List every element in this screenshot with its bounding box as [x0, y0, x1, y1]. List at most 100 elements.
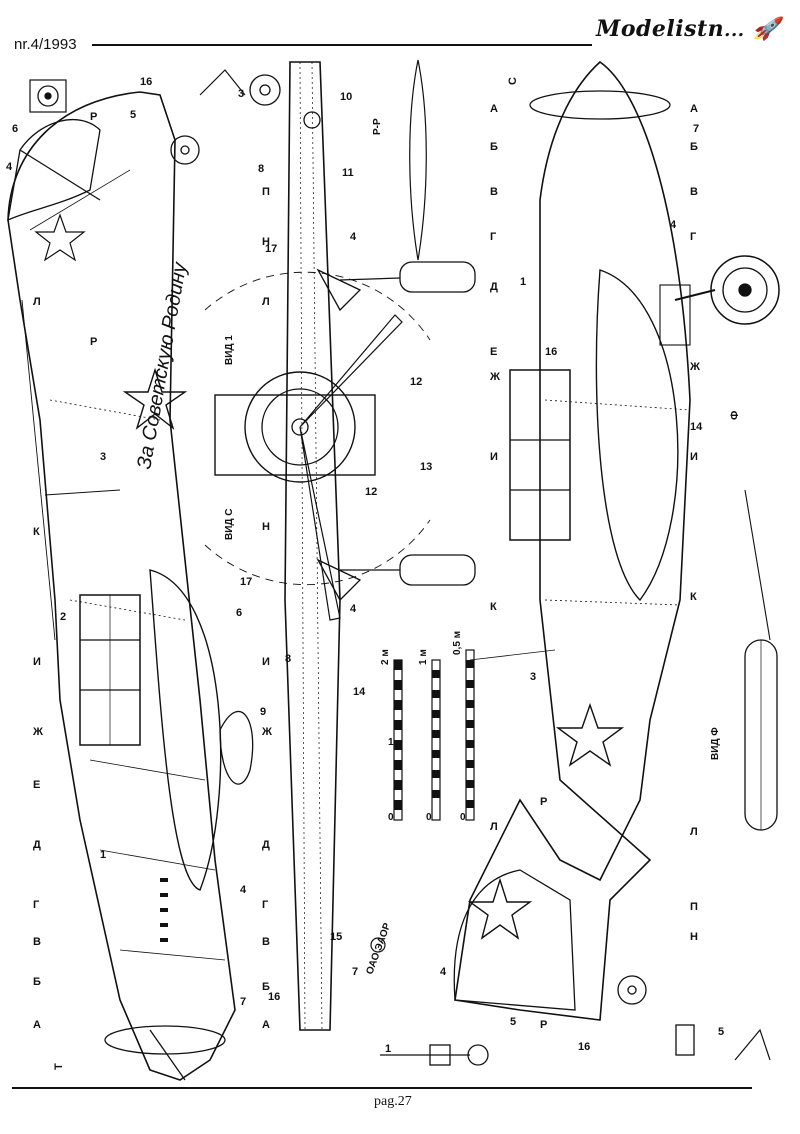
issue-number: nr.4/1993 [14, 36, 77, 53]
callout-4-center2: 4 [350, 603, 357, 615]
detail-top-left [29, 69, 246, 113]
section-letter-a: А [33, 1019, 41, 1031]
section-letter-e: Е [33, 779, 40, 791]
callout-3-top: 3 [238, 88, 244, 100]
center-letter-n: Н [262, 521, 270, 533]
bottom-details [380, 1024, 771, 1066]
right-letter-a: А [490, 103, 498, 115]
callout-12: 12 [410, 376, 422, 388]
scale-bars [393, 649, 475, 821]
callout-1-bottom: 1 [385, 1043, 391, 1055]
callout-10: 10 [340, 91, 352, 103]
section-letter-g: Г [33, 899, 40, 911]
section-letter-r-top: Р [90, 111, 97, 123]
far-letter-n: Н [690, 931, 698, 943]
callout-5-bottom: 5 [718, 1026, 724, 1038]
center-letter-a: А [262, 1019, 270, 1031]
scale-1-zero: 0 [388, 812, 394, 823]
fuselage-inscription: За Советскую Родину [133, 260, 191, 471]
view-c-label: ВИД С [224, 508, 235, 540]
right-letter-v: В [490, 186, 498, 198]
right-letter-zh: Ж [489, 371, 500, 383]
center-letter-d: Д [262, 839, 270, 851]
callout-1: 1 [100, 849, 106, 861]
section-pp-label: Р-Р [372, 118, 383, 135]
section-letter-b: Б [33, 976, 41, 988]
section-letter-v: В [33, 936, 41, 948]
callout-4-bottom: 4 [440, 966, 447, 978]
right-letter-r: Р [540, 796, 547, 808]
right-letter-g: Г [490, 231, 497, 243]
callout-14: 14 [353, 686, 366, 698]
callout-16: 16 [140, 76, 152, 88]
callout-4: 4 [6, 161, 13, 173]
callout-5-right: 5 [510, 1016, 516, 1028]
callout-7: 7 [240, 996, 246, 1008]
callout-6: 6 [12, 123, 18, 135]
callout-4-left: 4 [240, 884, 247, 896]
callout-1-right: 1 [520, 276, 526, 288]
callout-9: 9 [260, 706, 266, 718]
scale-1-mid: 1 [388, 737, 394, 748]
right-letter-l: Л [490, 821, 498, 833]
center-letter-l: Л [262, 296, 270, 308]
side-view-right [453, 60, 780, 1021]
callout-17: 17 [265, 243, 277, 255]
far-letter-l: Л [690, 826, 698, 838]
center-letter-zh: Ж [261, 726, 272, 738]
scale-2-top: 1 м [418, 649, 429, 665]
callout-3: 3 [100, 451, 106, 463]
far-letter-p: П [690, 901, 698, 913]
right-letter-r2: Р [540, 1019, 547, 1031]
far-letter-k: К [690, 591, 697, 603]
emblem: ОАО ЭАОР [364, 921, 393, 976]
far-letter-b: Б [690, 141, 698, 153]
far-letter-i: И [690, 451, 698, 463]
far-letter-v: В [690, 186, 698, 198]
callout-7-center: 7 [352, 966, 358, 978]
callout-2: 2 [60, 611, 66, 623]
section-letter-r: Р [90, 336, 97, 348]
scale-3-zero: 0 [460, 812, 466, 823]
callout-15: 15 [330, 931, 342, 943]
callout-16-bottom: 16 [268, 991, 280, 1003]
side-view-left [7, 91, 254, 1081]
callout-5: 5 [130, 109, 136, 121]
section-letter-l: Л [33, 296, 41, 308]
right-letter-e: Е [490, 346, 497, 358]
right-letter-i: И [490, 451, 498, 463]
logo-text: Modelistn [596, 16, 725, 42]
center-letter-g: Г [262, 899, 269, 911]
magazine-logo: Modelistn... 🚀 [596, 16, 781, 42]
callout-4-right: 4 [670, 219, 677, 231]
center-letter-i: И [262, 656, 270, 668]
header-rule [92, 44, 592, 46]
center-letter-v: В [262, 936, 270, 948]
right-letter-d: Д [490, 281, 498, 293]
callout-3-right: 3 [530, 671, 536, 683]
c-mark: С [507, 77, 519, 85]
t-mark: Т [53, 1063, 65, 1070]
f-mark: Ф [729, 411, 741, 420]
callout-14-right: 14 [690, 421, 703, 433]
scale-1-top: 2 м [380, 649, 391, 665]
rocket-icon: 🚀 [752, 16, 781, 42]
scale-3-top: 0,5 м [452, 631, 463, 655]
callout-8-lower: 8 [285, 653, 291, 665]
view-f-label: ВИД Ф [710, 727, 721, 760]
center-letter-b: Б [262, 981, 270, 993]
callout-12-lower: 12 [365, 486, 377, 498]
far-letter-zh: Ж [689, 361, 700, 373]
right-letter-b: Б [490, 141, 498, 153]
center-letter-n2: Н [262, 236, 270, 248]
footer-rule [12, 1087, 752, 1089]
callout-8: 8 [258, 163, 264, 175]
center-letter-p: П [262, 186, 270, 198]
far-letter-g: Г [690, 231, 697, 243]
far-letter-a: А [690, 103, 698, 115]
section-letter-k: К [33, 526, 40, 538]
emblem-text: ОАО ЭАОР [364, 921, 393, 976]
callout-11: 11 [342, 167, 354, 179]
section-pp [409, 59, 427, 261]
